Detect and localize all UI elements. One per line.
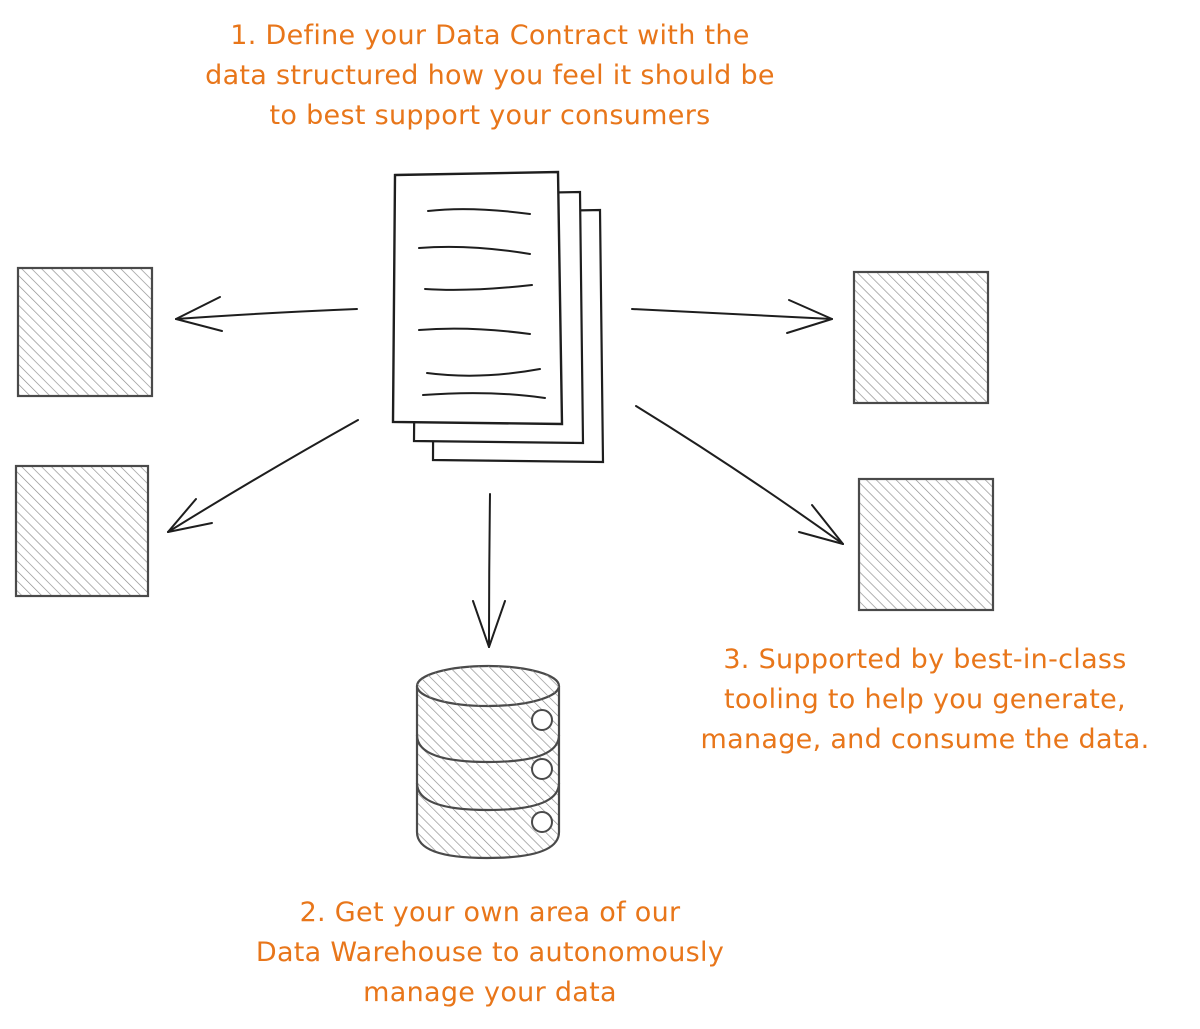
consumer-box-left-top	[16, 266, 154, 398]
database-ring-2	[415, 782, 561, 812]
consumer-box-right-bottom	[857, 477, 995, 612]
database-indicator-2	[531, 758, 553, 780]
caption-line: 1. Define your Data Contract with the	[230, 20, 750, 51]
caption-line: data structured how you feel it should b…	[205, 60, 775, 91]
data-warehouse-database-icon	[415, 664, 561, 860]
arrow-to-left-top	[175, 296, 358, 332]
caption-line: 2. Get your own area of our	[299, 897, 681, 928]
data-contract-document-stack	[391, 170, 605, 464]
document-front-sheet	[391, 170, 564, 426]
arrow-to-right-top	[631, 299, 833, 334]
database-ring-1	[415, 734, 561, 764]
caption-define-contract: 1. Define your Data Contract with the da…	[140, 16, 840, 136]
arrow-to-left-bottom	[167, 419, 359, 533]
database-indicator-1	[531, 709, 553, 731]
caption-line: Data Warehouse to autonomously	[255, 937, 725, 968]
arrow-to-warehouse	[472, 493, 506, 648]
database-body	[415, 686, 561, 860]
caption-line: manage your data	[363, 977, 617, 1008]
arrow-to-right-bottom	[635, 405, 844, 545]
database-indicator-3	[531, 811, 553, 833]
caption-line: 3. Supported by best-in-class	[723, 644, 1127, 675]
caption-line: tooling to help you generate,	[724, 684, 1126, 715]
caption-line: to best support your consumers	[269, 100, 711, 131]
document-text-lines	[418, 208, 546, 399]
consumer-box-right-top	[852, 270, 990, 405]
caption-data-warehouse: 2. Get your own area of our Data Warehou…	[190, 893, 790, 1013]
caption-line: manage, and consume the data.	[700, 724, 1150, 755]
caption-tooling: 3. Supported by best-in-class tooling to…	[660, 640, 1190, 760]
consumer-box-left-bottom	[14, 464, 150, 598]
